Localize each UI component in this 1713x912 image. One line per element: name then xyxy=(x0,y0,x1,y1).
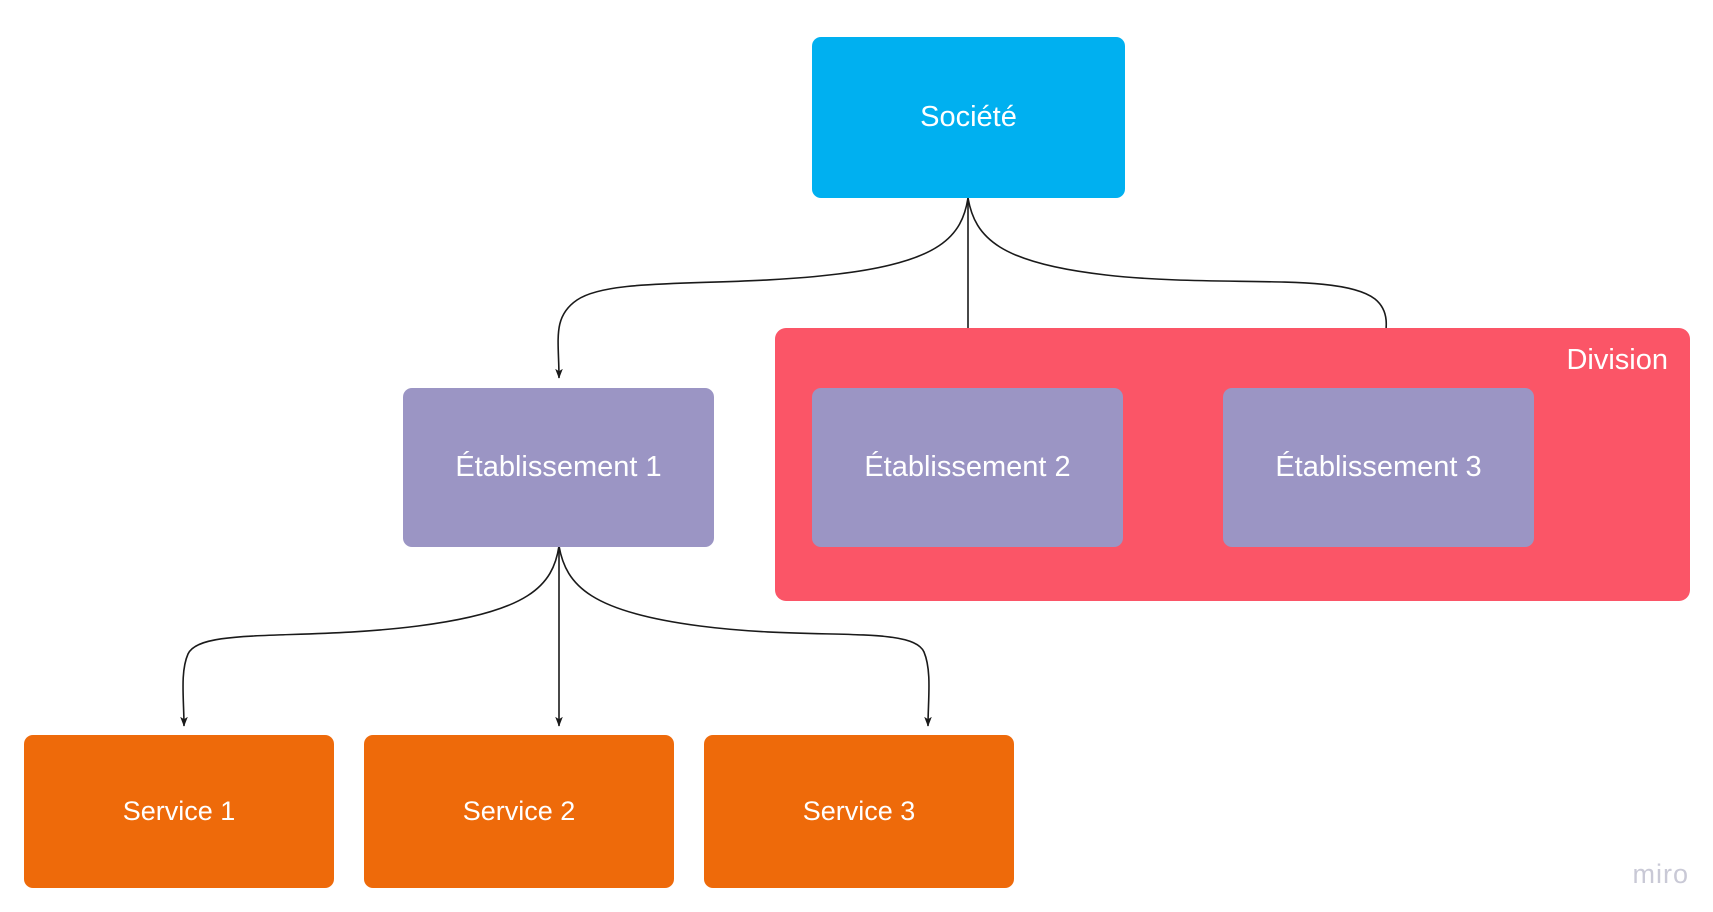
edge-etablissement-1-service-1 xyxy=(180,545,560,727)
miro-watermark: miro xyxy=(1632,859,1689,889)
node-etablissement-2-label: Établissement 2 xyxy=(864,451,1071,484)
node-etablissement-1[interactable]: Établissement 1 xyxy=(403,388,714,547)
node-societe-label: Société xyxy=(920,101,1017,134)
node-service-2[interactable]: Service 2 xyxy=(364,735,674,888)
node-etablissement-3[interactable]: Établissement 3 xyxy=(1223,388,1534,547)
node-service-3[interactable]: Service 3 xyxy=(704,735,1014,888)
node-service-1-label: Service 1 xyxy=(122,796,236,827)
node-etablissement-2[interactable]: Établissement 2 xyxy=(812,388,1123,547)
node-service-1[interactable]: Service 1 xyxy=(24,735,334,888)
node-etablissement-3-label: Établissement 3 xyxy=(1275,451,1482,484)
node-service-3-label: Service 3 xyxy=(802,796,916,827)
group-division-label: Division xyxy=(1566,344,1668,376)
node-etablissement-1-label: Établissement 1 xyxy=(455,451,662,484)
node-societe[interactable]: Société xyxy=(812,37,1125,198)
node-service-2-label: Service 2 xyxy=(462,796,576,827)
